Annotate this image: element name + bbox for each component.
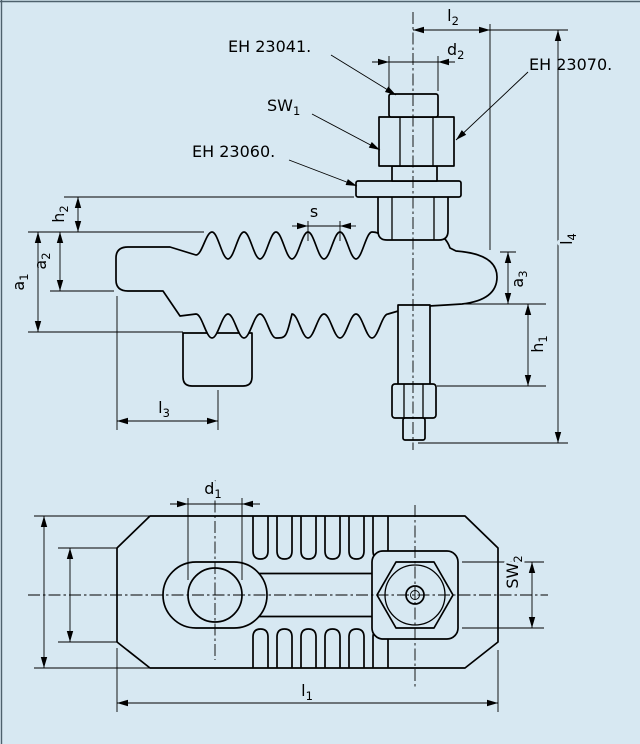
extension-line xyxy=(116,296,219,430)
dim-a1: a1 xyxy=(7,232,183,333)
leader-line xyxy=(288,159,358,187)
dim-label-a1: a1 xyxy=(9,273,31,290)
dim-b1 xyxy=(34,515,152,669)
washer xyxy=(355,180,462,198)
serration-rib xyxy=(276,516,293,560)
dim-a3: a3 xyxy=(464,251,546,305)
nut xyxy=(391,383,437,419)
hex-head xyxy=(378,116,455,167)
serration-rib xyxy=(348,628,365,668)
serration-rib xyxy=(276,628,293,668)
dim-s: s xyxy=(292,200,356,241)
callout-text-eh23041: EH 23041. xyxy=(228,37,311,56)
screw-neck xyxy=(391,165,438,182)
dim-label-l4: l4 xyxy=(557,233,579,245)
stud-end xyxy=(402,417,426,441)
slot-channel xyxy=(258,572,375,618)
dim-a2: a2 xyxy=(29,232,114,292)
dim-label-a3: a3 xyxy=(508,270,530,287)
callout-eh23070: EH 23070. xyxy=(455,53,615,141)
dim-h2: h2 xyxy=(28,196,354,233)
dim-l3: l3 xyxy=(116,296,219,430)
dim-label-l1: l1 xyxy=(301,681,313,703)
serration-ribs-top xyxy=(252,516,389,560)
serration-rib xyxy=(324,628,341,668)
serration-rib xyxy=(252,628,269,668)
callout-sw1: SW1 xyxy=(265,94,381,151)
dim-label-l3: l3 xyxy=(158,398,170,420)
extension-line xyxy=(58,547,118,643)
dim-d1: d1 xyxy=(170,477,260,580)
dim-label-d2: d2 xyxy=(447,40,464,62)
dim-b2 xyxy=(58,547,118,643)
callout-eh23060: EH 23060. xyxy=(190,140,358,187)
serration-rib xyxy=(348,516,365,560)
extension-line xyxy=(187,498,243,580)
dim-label-l2: l2 xyxy=(447,6,459,28)
leader-line xyxy=(311,113,381,151)
dim-l4: l4 xyxy=(418,30,582,444)
dim-label-sw2: SW2 xyxy=(503,555,525,588)
leader-line xyxy=(330,54,397,96)
dim-label-h2: h2 xyxy=(49,205,71,222)
dim-label-d1: d1 xyxy=(204,479,221,501)
serration-rib xyxy=(300,628,317,668)
serration-rib xyxy=(252,516,269,560)
extension-line xyxy=(28,196,354,233)
serration-rib xyxy=(324,516,341,560)
extension-line xyxy=(388,56,439,91)
hex-head-facet-lines xyxy=(399,116,434,167)
plan-view: d1 SW2 l1 xyxy=(28,477,548,712)
callout-text-sw1: SW1 xyxy=(267,96,300,118)
callout-text-eh23060: EH 23060. xyxy=(192,142,275,161)
callout-text-eh23070: EH 23070. xyxy=(529,55,612,74)
dim-label-s: s xyxy=(310,202,318,221)
dim-d2: d2 xyxy=(372,38,467,91)
serration-rib xyxy=(300,516,317,560)
callout-eh23041: EH 23041. xyxy=(226,35,397,96)
dim-l1: l1 xyxy=(116,648,499,712)
screw-top xyxy=(388,93,439,118)
threaded-stud xyxy=(397,304,431,386)
pressure-piece-lines xyxy=(391,195,435,240)
dim-sw2: SW2 xyxy=(462,553,544,629)
bolt-slot xyxy=(162,561,268,629)
clamp-arm-side xyxy=(115,231,498,339)
side-view: EH 23041. EH 23070. SW1 EH 23060. l2 d2 xyxy=(7,4,615,450)
dim-h1: h1 xyxy=(437,304,553,387)
clamp-foot xyxy=(182,332,253,387)
leader-line xyxy=(455,71,529,141)
nut-facet-lines xyxy=(403,383,424,419)
dim-label-h1: h1 xyxy=(528,335,550,352)
extension-line xyxy=(34,515,152,669)
serration-ribs-bottom xyxy=(252,628,389,668)
dim-label-a2: a2 xyxy=(31,252,53,269)
